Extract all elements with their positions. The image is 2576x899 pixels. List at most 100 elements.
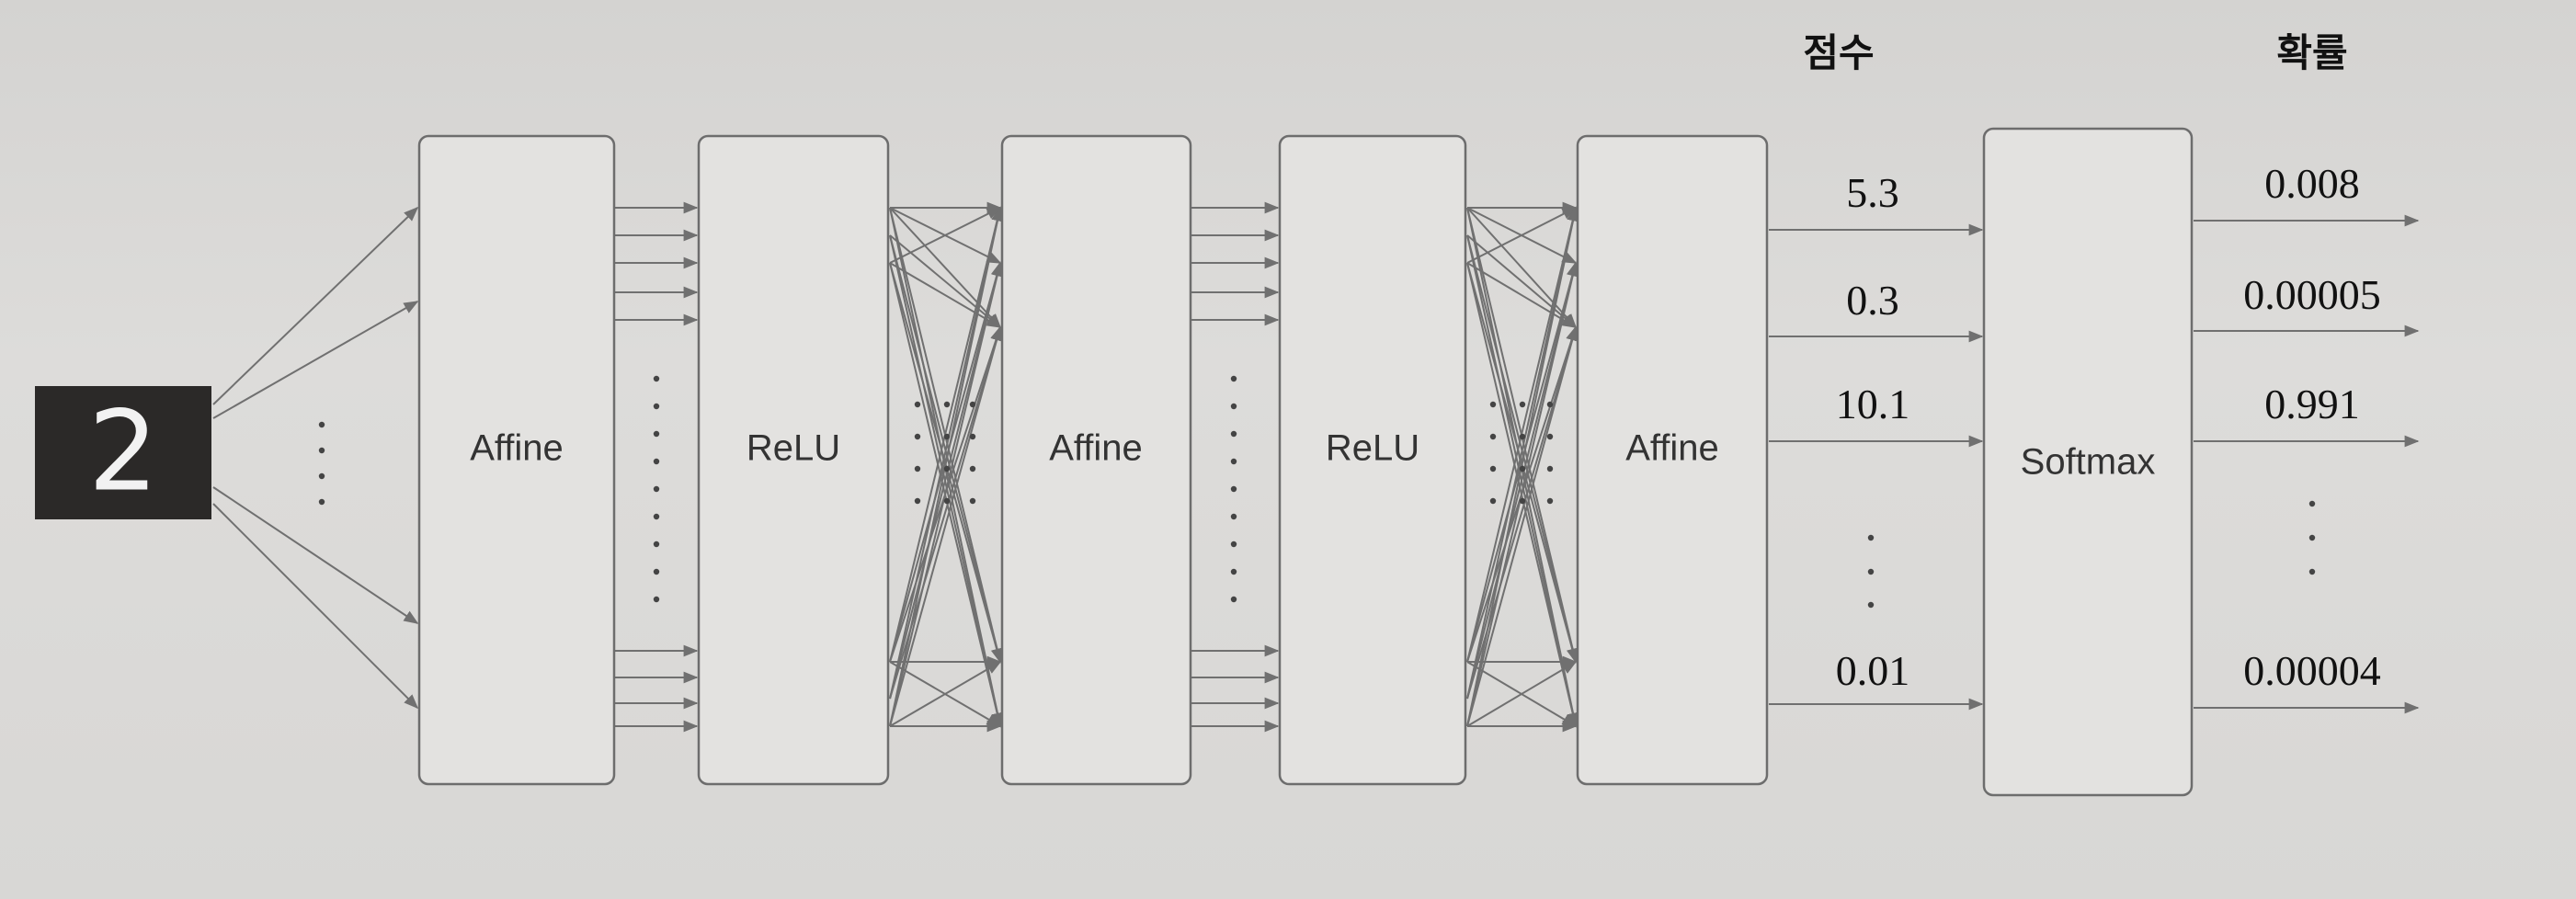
ellipsis-dot [943,465,951,472]
layer-affine-3: Affine [1576,134,1769,786]
ellipsis-dot [1230,596,1237,603]
connection-arrow [212,486,419,624]
layer-label: ReLU [1326,428,1419,469]
ellipsis-dot [1546,433,1554,440]
input-digit-image: 2 [35,386,211,519]
ellipsis-dot [969,433,976,440]
ellipsis-dot [653,430,660,438]
connection-arrow [1466,262,1578,328]
ellipsis-dot [1230,458,1237,465]
connection-arrow [889,325,1003,727]
layer-label: Affine [1625,428,1719,469]
layer-softmax: Softmax [1982,127,2194,797]
probability-header: 확률 [2276,30,2347,75]
connection-arrow [889,206,1004,700]
ellipsis-dot [969,401,976,408]
connection-arrow [212,206,419,405]
ellipsis-dot [318,421,325,428]
ellipsis-dot [1867,601,1875,609]
connection-arrow [889,207,1002,329]
ellipsis-dot [1489,433,1497,440]
ellipsis-dots [318,375,2316,609]
ellipsis-dot [914,465,921,472]
ellipsis-dot [653,596,660,603]
connection-arrow [889,661,1002,727]
ellipsis-dot [1519,497,1526,505]
ellipsis-dot [1519,401,1526,408]
connection-arrow [1466,261,1579,663]
ellipsis-dot [914,433,921,440]
ellipsis-dot [969,465,976,472]
connection-arrow [1466,234,1578,329]
ellipsis-dot [943,401,951,408]
connection-arrow [1466,325,1579,727]
ellipsis-dot [653,541,660,548]
ellipsis-dot [318,498,325,506]
connection-arrow [212,301,419,419]
connection-arrow [1466,325,1579,700]
layer-label: ReLU [747,428,840,469]
ellipsis-dot [1489,401,1497,408]
ellipsis-dot [653,485,660,493]
score-value: 0.01 [1836,647,1910,694]
score-value: 0.3 [1846,277,1899,324]
ellipsis-dot [653,568,660,575]
input-digit: 2 [88,389,158,517]
ellipsis-dot [1489,465,1497,472]
ellipsis-dot [318,472,325,480]
ellipsis-dot [1230,403,1237,410]
ellipsis-dot [914,497,921,505]
probability-value: 0.00004 [2243,647,2381,694]
connection-arrow [889,261,1003,700]
probability-value: 0.00005 [2243,271,2381,318]
ellipsis-dot [318,447,325,454]
connection-arrow [889,261,1003,727]
ellipsis-dot [1867,568,1875,575]
connection-arrow [1466,261,1579,727]
ellipsis-dot [1230,513,1237,520]
ellipsis-dot [653,375,660,382]
layer-affine-1: Affine [417,134,616,786]
ellipsis-dot [1489,497,1497,505]
ellipsis-dot [1230,485,1237,493]
layer-label: Softmax [2021,442,2156,483]
probability-value: 0.008 [2264,160,2360,207]
ellipsis-dot [1867,534,1875,541]
connection-arrow [1466,234,1579,664]
ellipsis-dot [653,513,660,520]
connection-arrow [1466,261,1579,700]
ellipsis-dot [1230,430,1237,438]
ellipsis-dot [1546,465,1554,472]
connection-arrow [889,207,1002,264]
layer-affine-2: Affine [1000,134,1192,786]
ellipsis-dot [2308,500,2316,507]
ellipsis-dot [2308,534,2316,541]
ellipsis-dot [943,433,951,440]
layer-label: Affine [1049,428,1143,469]
layer-relu-2: ReLU [1278,134,1467,786]
connection-arrow [889,261,1003,663]
layer-label: Affine [470,428,564,469]
ellipsis-dot [943,497,951,505]
connection-arrow [889,262,1002,328]
connection-arrow [889,234,1002,329]
ellipsis-dot [1546,497,1554,505]
score-header: 점수 [1803,30,1874,75]
ellipsis-dot [1230,375,1237,382]
ellipsis-dot [1230,568,1237,575]
connection-arrow [1466,207,1578,329]
ellipsis-dot [1519,465,1526,472]
connection-arrow [1466,206,1579,700]
score-value: 5.3 [1846,169,1899,216]
connection-arrow [889,325,1003,700]
ellipsis-dot [1230,541,1237,548]
ellipsis-dot [2308,568,2316,575]
connection-arrow [1466,661,1578,727]
ellipsis-dot [969,497,976,505]
score-value: 10.1 [1836,381,1910,427]
ellipsis-dot [1546,401,1554,408]
layer-relu-1: ReLU [697,134,890,786]
connection-arrow [1466,207,1578,264]
probability-value: 0.991 [2264,381,2360,427]
